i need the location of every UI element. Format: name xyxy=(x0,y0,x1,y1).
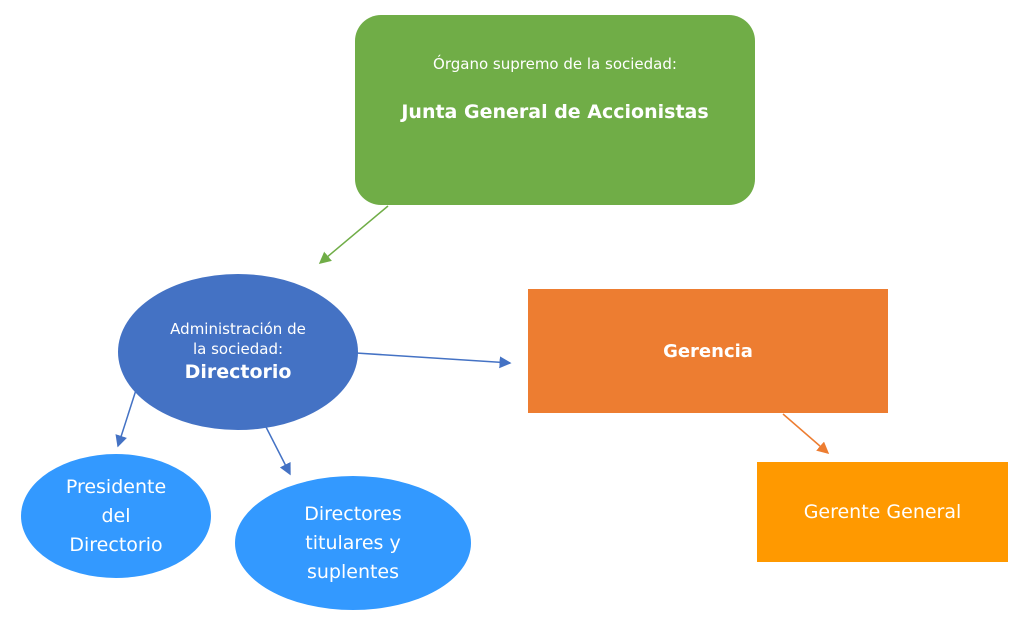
junta-general-box: Órgano supremo de la sociedad: Junta Gen… xyxy=(355,15,755,205)
arrow-directorio-to-gerencia xyxy=(355,352,512,369)
directores-line-2: titulares y xyxy=(305,531,401,554)
directorio-subtitle-2: la sociedad: xyxy=(192,340,284,358)
directores-line-3: suplentes xyxy=(306,560,400,583)
arrow-gerencia-to-gerente xyxy=(782,413,830,454)
arrow-junta-to-directorio xyxy=(318,205,389,264)
gerente-general-box: Gerente General xyxy=(757,462,1008,562)
arrow-directorio-to-presidente xyxy=(115,389,137,448)
directores-line-1: Directores xyxy=(304,502,402,525)
junta-title: Junta General de Accionistas xyxy=(401,101,709,123)
junta-subtitle: Órgano supremo de la sociedad: xyxy=(433,55,677,73)
presidente-ellipse: Presidente del Directorio xyxy=(21,454,211,578)
gerencia-title: Gerencia xyxy=(663,340,753,362)
presidente-line-2: del xyxy=(101,504,131,527)
gerente-title: Gerente General xyxy=(803,501,962,523)
presidente-line-3: Directorio xyxy=(69,533,163,556)
directorio-title: Directorio xyxy=(184,361,292,383)
arrow-directorio-to-directores xyxy=(265,426,291,476)
directores-ellipse: Directores titulares y suplentes xyxy=(235,476,471,610)
directorio-subtitle-1: Administración de xyxy=(170,320,306,338)
directorio-ellipse: Administración de la sociedad: Directori… xyxy=(118,274,358,430)
presidente-line-1: Presidente xyxy=(65,475,167,498)
gerencia-box: Gerencia xyxy=(528,289,888,413)
